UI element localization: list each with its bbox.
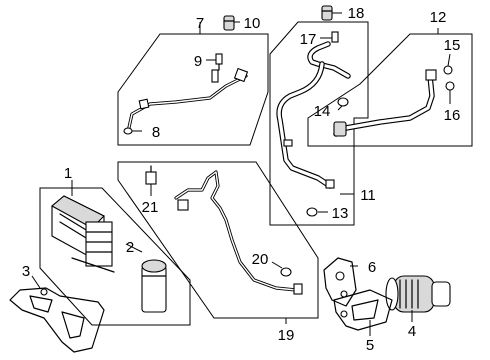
ac-line-7 <box>126 67 249 134</box>
bracket-3 <box>9 287 105 353</box>
callout-10: 10 <box>244 15 261 32</box>
callout-8: 8 <box>152 124 160 141</box>
ac-hose-12 <box>333 69 437 137</box>
callout-6: 6 <box>368 259 376 276</box>
leader-lines <box>31 12 451 336</box>
group-box-19 <box>117 161 319 319</box>
valve-9 <box>215 53 223 71</box>
o-ring-8 <box>123 127 133 135</box>
valve-17 <box>331 31 339 43</box>
oil-filter-2 <box>141 259 167 313</box>
oil-cooler-1 <box>51 195 115 273</box>
callout-21: 21 <box>142 199 159 216</box>
callout-15: 15 <box>444 37 461 54</box>
callouts: 1 2 3 4 5 6 7 8 9 10 11 12 13 14 15 16 1… <box>22 5 461 354</box>
o-ring-14 <box>337 97 349 107</box>
group-box-11 <box>269 21 369 226</box>
cap-10 <box>223 15 235 31</box>
callout-9: 9 <box>194 53 202 70</box>
cap-18 <box>321 5 333 21</box>
callout-13: 13 <box>332 205 349 222</box>
callout-12: 12 <box>430 9 447 26</box>
callout-2: 2 <box>126 239 134 256</box>
compressor-4 <box>385 275 451 313</box>
group-box-7 <box>117 33 269 146</box>
o-ring-16 <box>445 81 455 91</box>
callout-19: 19 <box>278 327 295 344</box>
callout-1: 1 <box>64 165 72 182</box>
callout-18: 18 <box>348 5 365 22</box>
sensor-21 <box>145 165 157 185</box>
callout-4: 4 <box>408 323 416 340</box>
callout-14: 14 <box>314 103 331 120</box>
callout-11: 11 <box>360 187 376 204</box>
o-ring-20 <box>280 267 292 277</box>
callout-17: 17 <box>300 31 317 48</box>
o-ring-13 <box>306 207 318 217</box>
callout-7: 7 <box>196 15 204 32</box>
ac-line-19 <box>174 170 303 295</box>
callout-3: 3 <box>22 263 30 280</box>
group-box-12 <box>307 33 473 147</box>
bracket-6 <box>323 257 357 307</box>
callout-5: 5 <box>366 337 374 354</box>
callout-20: 20 <box>252 251 269 268</box>
bracket-5 <box>333 289 393 331</box>
o-ring-15 <box>443 65 453 75</box>
group-box-1 <box>39 187 191 326</box>
callout-16: 16 <box>444 107 461 124</box>
ac-hose-11 <box>276 41 351 189</box>
